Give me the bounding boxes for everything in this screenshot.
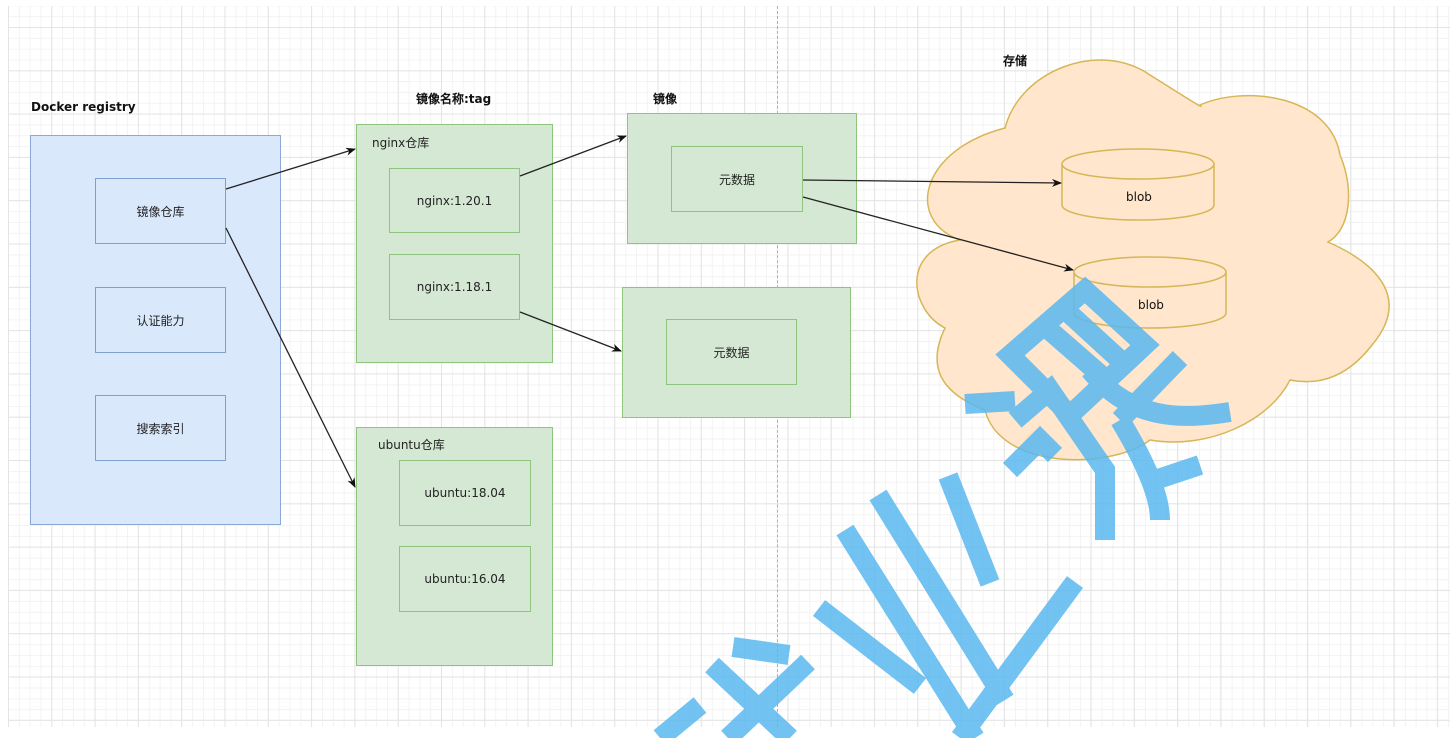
watermark-stroke (721, 654, 815, 738)
arrow-metadata-to-blob-2 (802, 196, 1074, 272)
tag-nginx-1-18-1[interactable]: nginx:1.18.1 (389, 254, 520, 320)
watermark-stroke (1111, 414, 1170, 521)
watermark-stroke (1002, 425, 1063, 478)
arrow-metadata-to-blob-1 (802, 178, 1062, 187)
image-2-metadata[interactable]: 元数据 (666, 319, 797, 385)
watermark-stroke (951, 576, 1084, 738)
watermark-stroke (1008, 375, 1115, 540)
watermark-stroke (1112, 351, 1188, 427)
repo-nginx[interactable]: nginx仓库 (356, 124, 553, 363)
registry-item-label: 搜索索引 (136, 421, 185, 436)
watermark-stroke (964, 391, 1016, 414)
watermark-stroke (836, 524, 984, 738)
registry-item-image-repo[interactable]: 镜像仓库 (95, 178, 226, 244)
watermark-stroke (869, 489, 1014, 706)
repo-title: ubuntu仓库 (378, 438, 445, 452)
watermark-stroke (812, 600, 927, 694)
watermark-stroke (1053, 297, 1127, 368)
tag-label: nginx:1.18.1 (416, 280, 493, 294)
blob-label-2: blob (1138, 298, 1164, 312)
arrow-nginx-1-18-1-to-image-2 (519, 311, 622, 352)
blob-cylinder-2[interactable] (1073, 256, 1227, 329)
registry-item-auth[interactable]: 认证能力 (95, 287, 226, 353)
registry-item-label: 认证能力 (136, 313, 185, 328)
metadata-label: 元数据 (718, 172, 755, 187)
blob-cylinder-1[interactable] (1061, 148, 1215, 221)
arrow-registry-to-nginx (225, 147, 356, 190)
watermark-stroke (938, 472, 1000, 587)
image-name-tag-label: 镜像名称:tag (416, 92, 492, 106)
repo-title: nginx仓库 (372, 136, 430, 150)
metadata-label: 元数据 (713, 345, 750, 360)
blob-label-1: blob (1126, 190, 1152, 204)
tag-nginx-1-20-1[interactable]: nginx:1.20.1 (389, 168, 520, 233)
tag-ubuntu-18-04[interactable]: ubuntu:18.04 (399, 460, 531, 526)
watermark-stroke (705, 657, 797, 738)
tag-ubuntu-16-04[interactable]: ubuntu:16.04 (399, 546, 531, 612)
arrow-registry-to-ubuntu (225, 227, 356, 488)
storage-label: 存储 (1003, 54, 1028, 68)
registry-item-search-index[interactable]: 搜索索引 (95, 395, 226, 461)
image-1-metadata[interactable]: 元数据 (671, 146, 803, 212)
watermark-stroke (1082, 363, 1232, 426)
image-label: 镜像 (653, 92, 678, 106)
watermark-stroke (731, 637, 791, 665)
watermark-stroke (1151, 455, 1204, 490)
tag-label: ubuntu:18.04 (424, 486, 506, 500)
watermark-stroke (653, 697, 707, 738)
arrow-nginx-1-20-1-to-image-1 (519, 135, 627, 177)
tag-label: ubuntu:16.04 (424, 572, 506, 586)
tag-label: nginx:1.20.1 (416, 193, 493, 208)
docker-registry-label: Docker registry (31, 100, 136, 114)
registry-item-label: 镜像仓库 (136, 204, 185, 219)
watermark-strokes (653, 276, 1232, 738)
